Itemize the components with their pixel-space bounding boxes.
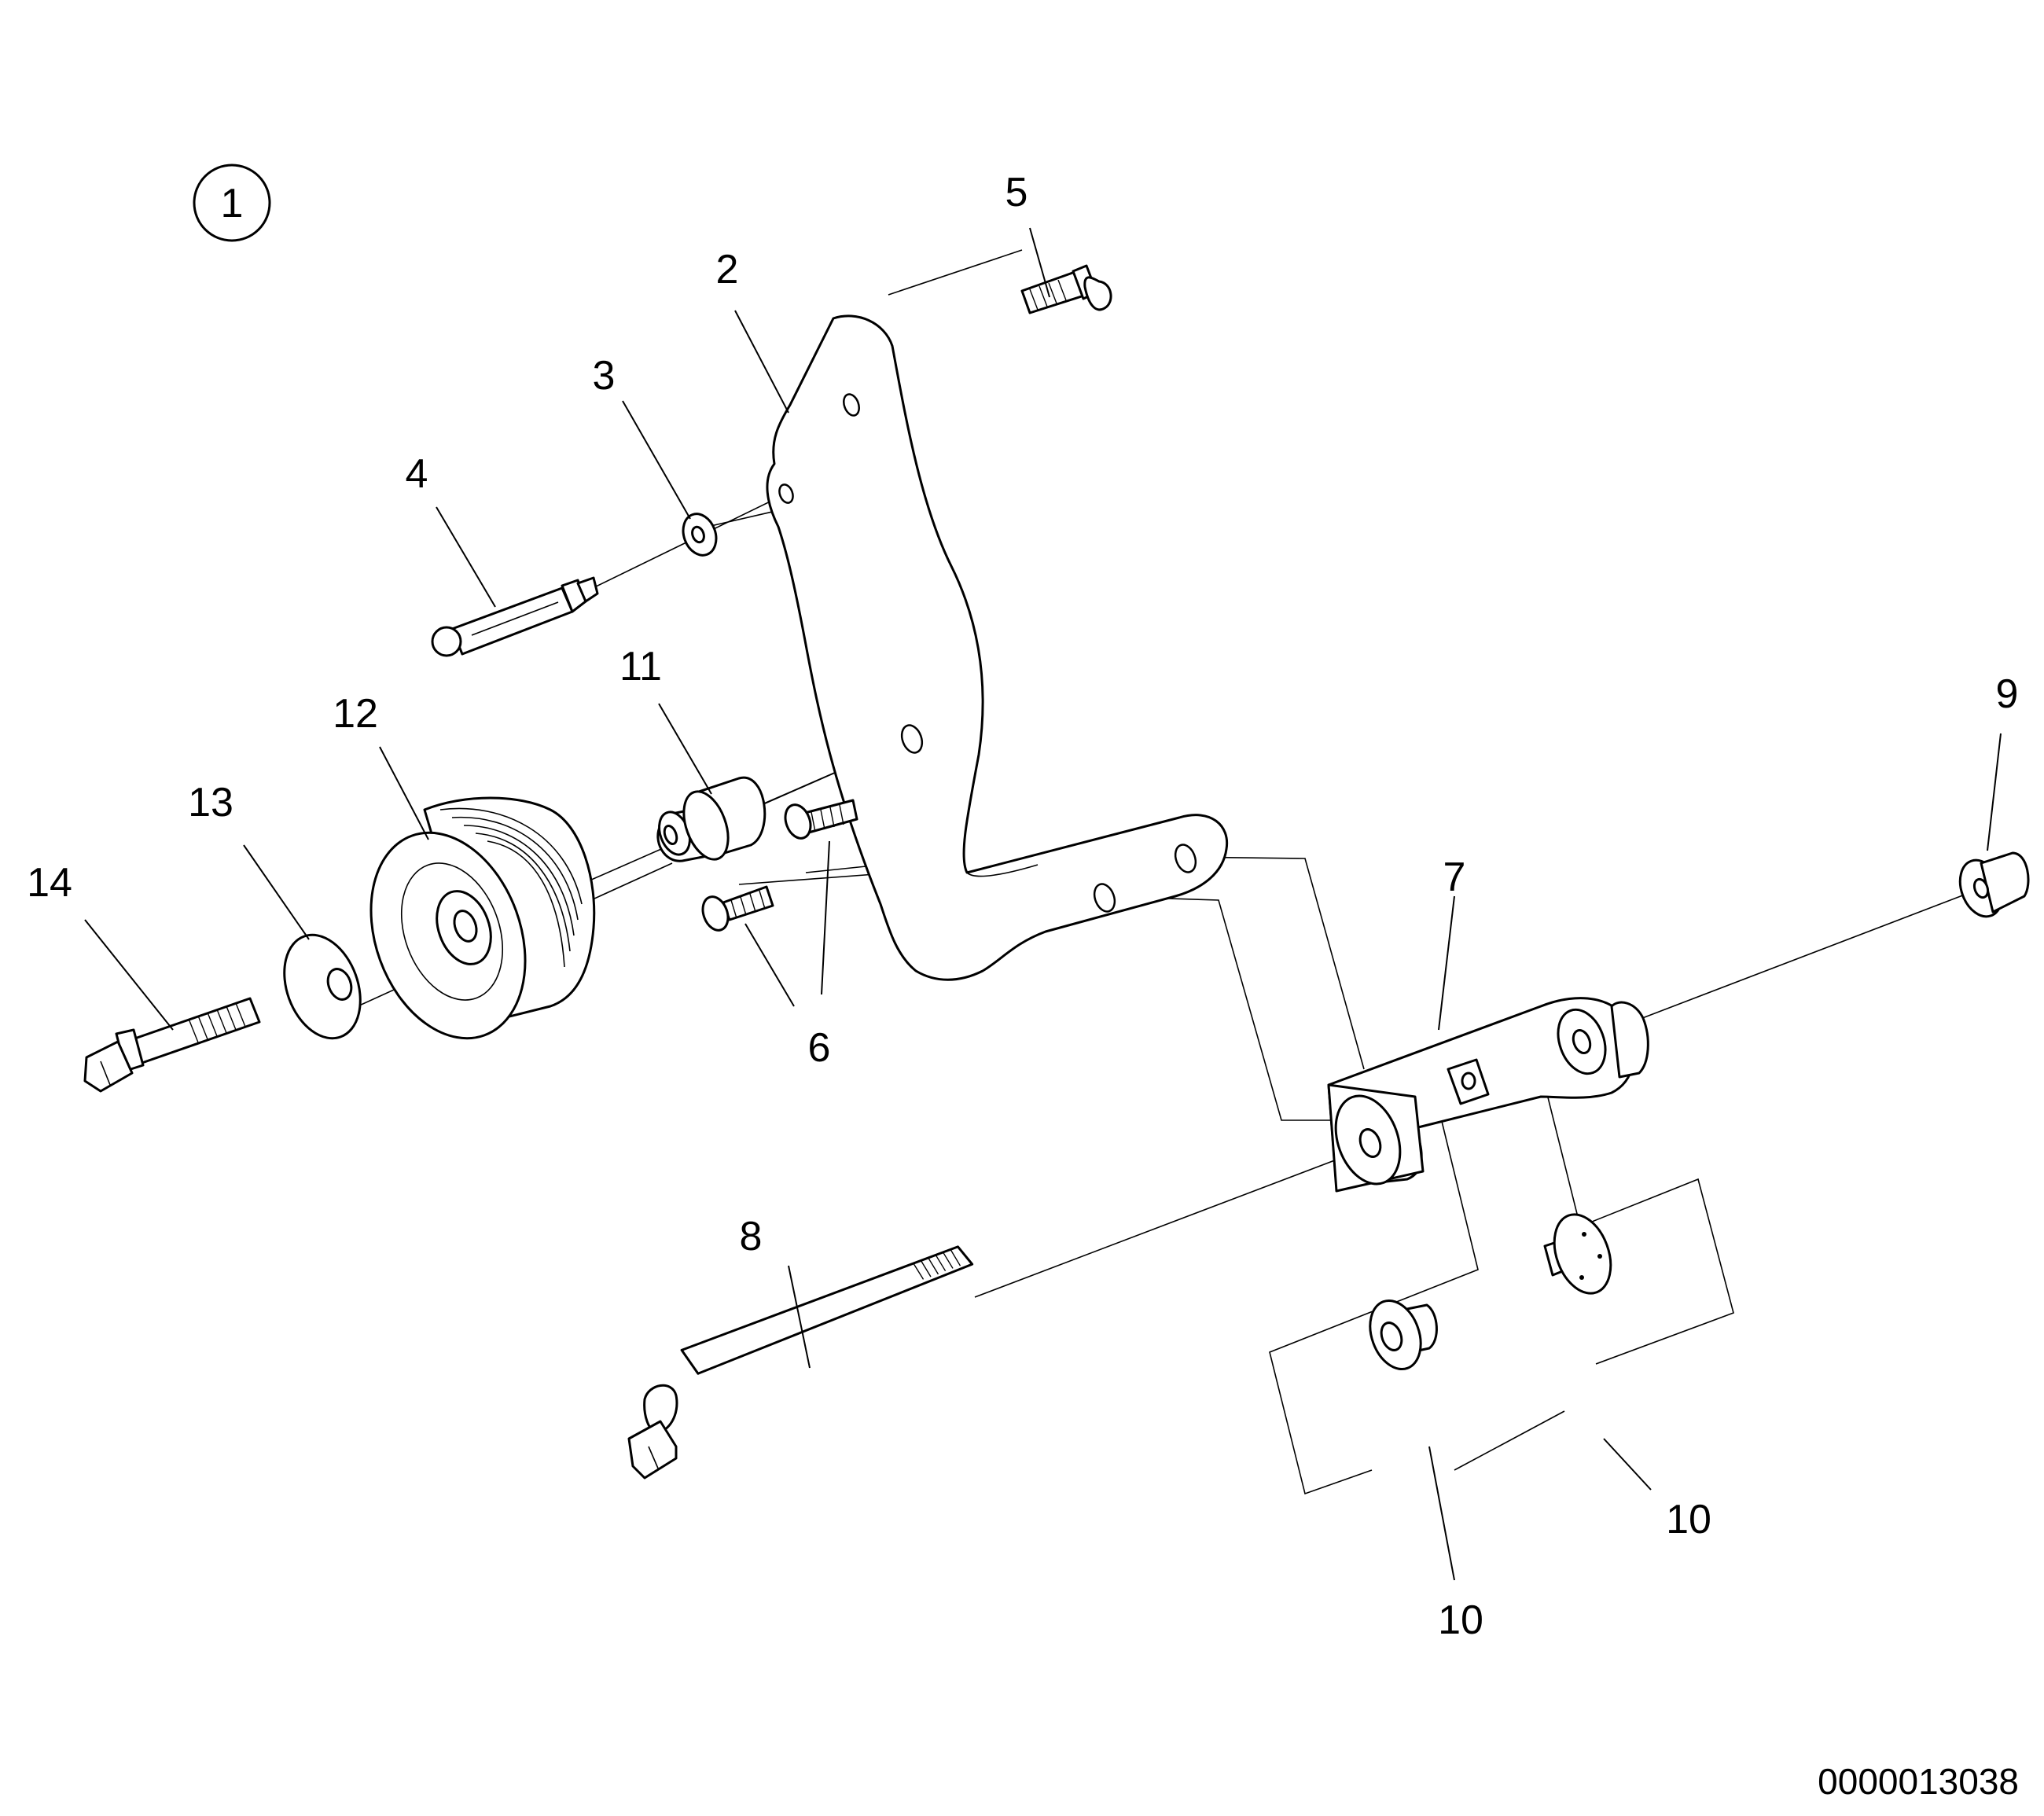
part-6-bolts	[701, 799, 858, 932]
part-4-pin	[431, 576, 599, 657]
callout-10-b: 10	[1666, 1497, 1711, 1542]
part-8-bolt	[627, 1245, 974, 1480]
part-10-nut-a	[1369, 1299, 1438, 1371]
callout-labels: 2 3 4 5 6 7 8 9 10 10 11 12 13 14	[27, 170, 2018, 1643]
figure-marker: 1	[193, 164, 271, 242]
part-2-bracket	[766, 314, 1229, 981]
part-14-bolt	[83, 997, 261, 1093]
part-5-bolt	[1020, 264, 1112, 314]
part-12-pulley	[369, 796, 596, 1040]
callout-11: 11	[619, 644, 662, 689]
part-3-washer	[682, 513, 718, 557]
figure-marker-number: 1	[221, 181, 244, 226]
callout-10-a: 10	[1438, 1597, 1483, 1643]
callout-7: 7	[1443, 855, 1466, 900]
part-10-stud-b	[1543, 1213, 1612, 1295]
callout-13: 13	[188, 780, 233, 825]
leader-lines	[84, 227, 2002, 1581]
callout-12: 12	[333, 691, 378, 737]
callout-14: 14	[27, 860, 72, 906]
part-11-spacer	[656, 776, 766, 862]
part-7-bracket	[1327, 997, 1649, 1193]
callout-8: 8	[740, 1214, 763, 1259]
callout-3: 3	[593, 353, 616, 399]
callout-6: 6	[808, 1025, 831, 1071]
callout-2: 2	[716, 247, 739, 292]
part-13-washer	[283, 933, 362, 1040]
callout-5: 5	[1005, 170, 1028, 215]
callout-9: 9	[1996, 671, 2019, 717]
part-9-nut	[1958, 851, 2030, 918]
callout-4: 4	[406, 451, 428, 497]
drawing-number: 0000013038	[1818, 1761, 2019, 1802]
